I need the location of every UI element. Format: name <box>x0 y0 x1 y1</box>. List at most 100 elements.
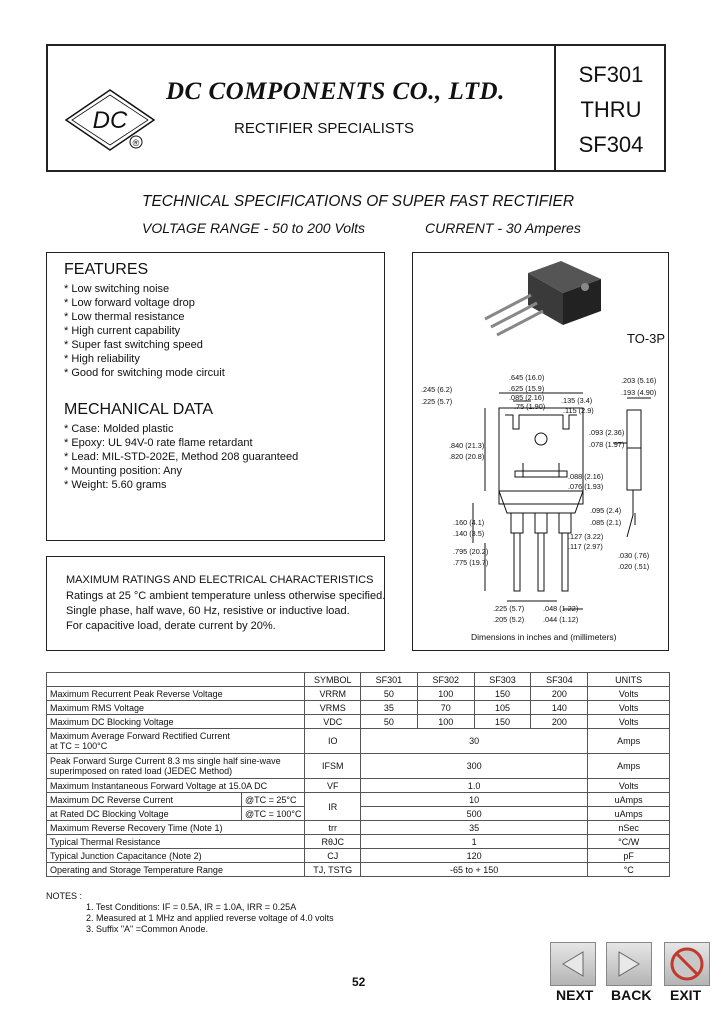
dimension-label: .127 (3.22) <box>568 532 603 541</box>
dimension-label: .225 (5.7) <box>421 397 452 406</box>
current-rating: CURRENT - 30 Amperes <box>425 220 581 236</box>
symbol-cell: VF <box>304 778 361 793</box>
exit-button[interactable] <box>664 942 710 986</box>
mechanical-item: Weight: 5.60 grams <box>64 478 298 492</box>
unit-cell: Volts <box>587 686 670 701</box>
table-row: Maximum Average Forward Rectified Curren… <box>45 728 670 754</box>
value-cell: 200 <box>530 686 589 701</box>
dimensions-caption: Dimensions in inches and (millimeters) <box>471 632 617 642</box>
back-label[interactable]: BACK <box>611 987 652 1003</box>
value-cell: 150 <box>473 714 532 729</box>
no-entry-icon <box>670 947 704 981</box>
value-cell: 50 <box>359 714 418 729</box>
dimension-label: .044 (1.12) <box>543 615 578 624</box>
table-header: SF301 <box>359 672 418 687</box>
package-side-outline <box>613 397 651 538</box>
to3p-package-illustration <box>484 261 601 337</box>
unit-cell: °C <box>587 862 670 877</box>
symbol-cell: TJ, TSTG <box>304 862 361 877</box>
dimension-label: .245 (6.2) <box>421 385 452 394</box>
ratings-heading: MAXIMUM RATINGS AND ELECTRICAL CHARACTER… <box>66 574 374 586</box>
next-label[interactable]: NEXT <box>556 987 594 1003</box>
features-box <box>46 252 385 541</box>
exit-label[interactable]: EXIT <box>670 987 702 1003</box>
table-row: Operating and Storage Temperature Range … <box>45 862 670 877</box>
value-cell: 1 <box>359 834 589 849</box>
param-cell: Peak Forward Surge Current 8.3 ms single… <box>45 753 306 779</box>
feature-item: Good for switching mode circuit <box>64 366 224 380</box>
symbol-cell: VRMS <box>304 700 361 715</box>
note-item: 2. Measured at 1 MHz and applied reverse… <box>86 913 334 923</box>
feature-item: Low switching noise <box>64 282 225 296</box>
dimension-label: .205 (5.2) <box>493 615 524 624</box>
dimension-label: .030 (.76) <box>618 551 649 560</box>
dc-logo: DC ® <box>64 89 156 151</box>
unit-cell: Volts <box>587 700 670 715</box>
next-button[interactable] <box>550 942 596 986</box>
feature-item: Low forward voltage drop <box>64 296 225 310</box>
dimension-label: .795 (20.2) <box>453 547 488 556</box>
unit-cell: Amps <box>587 728 670 754</box>
table-header: SF302 <box>416 672 475 687</box>
package-drawing: TO-3P .245 (6.2) .225 (5.7) .645 (16. <box>421 261 665 642</box>
value-cell: 30 <box>359 728 589 754</box>
param-cell: Maximum DC Reverse Current <box>46 792 242 807</box>
mechanical-list: Case: Molded plastic Epoxy: UL 94V-0 rat… <box>64 422 298 492</box>
part-number-start: SF301 <box>578 62 644 87</box>
dimension-label: .085 (2.1) <box>590 518 621 527</box>
value-cell: 35 <box>359 700 418 715</box>
feature-item: Super fast switching speed <box>64 338 225 352</box>
param-cell: Maximum Average Forward Rectified Curren… <box>45 728 306 754</box>
dimension-label: .645 (16.0) <box>509 373 544 382</box>
dimension-label: .160 (4.1) <box>453 518 484 527</box>
value-cell: -65 to + 150 <box>359 862 589 877</box>
unit-cell: nSec <box>587 820 670 835</box>
table-row: Typical Thermal Resistance RθJC 1 °C/W <box>45 834 670 849</box>
unit-cell: Volts <box>587 778 670 793</box>
table-row: Maximum DC Blocking Voltage VDC 50 100 1… <box>45 714 670 729</box>
symbol-cell: IR <box>304 792 361 821</box>
value-cell: 10 <box>359 792 589 807</box>
ratings-line: Ratings at 25 °C ambient temperature unl… <box>66 590 386 602</box>
mechanical-item: Case: Molded plastic <box>64 422 298 436</box>
table-header-row: SYMBOL SF301 SF302 SF303 SF304 UNITS <box>45 672 670 687</box>
features-list: Low switching noise Low forward voltage … <box>64 282 225 380</box>
spec-title: TECHNICAL SPECIFICATIONS OF SUPER FAST R… <box>142 193 575 210</box>
features-heading: FEATURES <box>64 261 149 278</box>
dimension-label: .088 (2.16) <box>568 472 603 481</box>
mechanical-item: Lead: MIL-STD-202E, Method 208 guarantee… <box>64 450 298 464</box>
company-name: DC COMPONENTS CO., LTD. <box>166 78 505 105</box>
param-line: Peak Forward Surge Current 8.3 ms single… <box>50 756 281 766</box>
symbol-cell: VRRM <box>304 686 361 701</box>
unit-cell: uAmps <box>587 806 670 821</box>
dimension-label: .095 (2.4) <box>590 506 621 515</box>
dimension-label: .115 (2.9) <box>563 406 594 415</box>
header-box <box>46 44 666 172</box>
package-front-outline <box>472 392 584 610</box>
table-header: SF304 <box>530 672 589 687</box>
mechanical-item: Epoxy: UL 94V-0 rate flame retardant <box>64 436 298 450</box>
dimension-label: .140 (3.5) <box>453 529 484 538</box>
table-header: SF303 <box>473 672 532 687</box>
back-button[interactable] <box>606 942 652 986</box>
page-number: 52 <box>352 975 366 989</box>
param-cell: Maximum Reverse Recovery Time (Note 1) <box>45 820 306 835</box>
characteristics-table: SYMBOL SF301 SF302 SF303 SF304 UNITS Max… <box>45 672 670 877</box>
value-cell: 150 <box>473 686 532 701</box>
dimension-label: .820 (20.8) <box>449 452 484 461</box>
voltage-range: VOLTAGE RANGE - 50 to 200 Volts <box>142 220 366 236</box>
value-cell: 50 <box>359 686 418 701</box>
ratings-line: For capacitive load, derate current by 2… <box>66 620 276 632</box>
value-cell: 100 <box>416 714 475 729</box>
param-cell: Operating and Storage Temperature Range <box>45 862 306 877</box>
unit-cell: Volts <box>587 714 670 729</box>
value-cell: 1.0 <box>359 778 589 793</box>
company-tagline: RECTIFIER SPECIALISTS <box>234 120 415 137</box>
dimension-label: .225 (5.7) <box>493 604 524 613</box>
param-cell: Maximum Instantaneous Forward Voltage at… <box>45 778 306 793</box>
notes: NOTES : 1. Test Conditions: IF = 0.5A, I… <box>46 891 334 935</box>
symbol-cell: IO <box>304 728 361 754</box>
unit-cell: °C/W <box>587 834 670 849</box>
arrow-right-icon <box>618 951 640 977</box>
package-name: TO-3P <box>627 331 665 346</box>
